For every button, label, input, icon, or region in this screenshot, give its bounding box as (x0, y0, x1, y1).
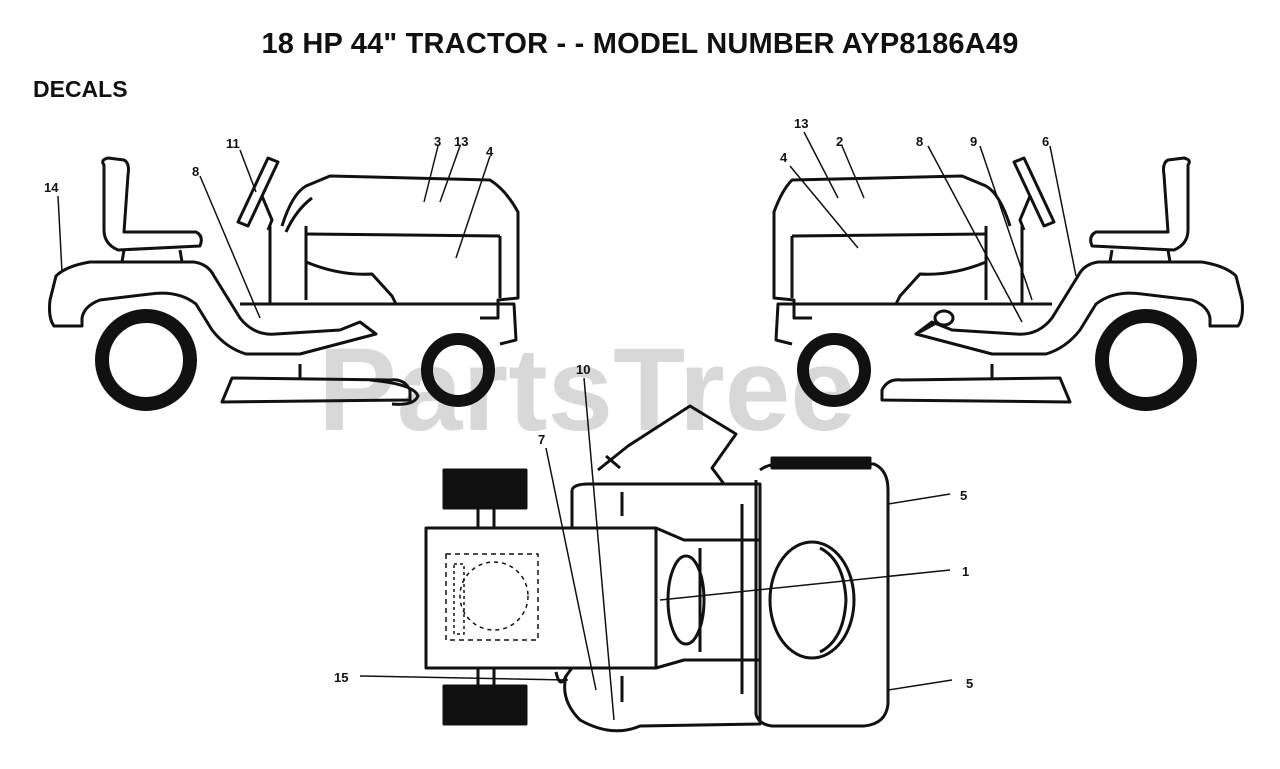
top-view (424, 404, 890, 733)
top-leaders (359, 377, 953, 721)
callout-label: 9 (970, 134, 977, 149)
left-side-view (48, 156, 520, 411)
callout-label: 8 (192, 164, 199, 179)
callout-label: 5 (966, 676, 973, 691)
callout-label: 6 (1042, 134, 1049, 149)
callout-label: 13 (454, 134, 468, 149)
section-heading: DECALS (33, 76, 128, 102)
callout-label: 13 (794, 116, 808, 131)
callout-label: 15 (334, 670, 348, 685)
right-leaders (789, 131, 1077, 323)
callout-label: 14 (44, 180, 59, 195)
watermark: PartsTree (318, 324, 856, 456)
callout-label: 1 (962, 564, 969, 579)
right-side-view (772, 156, 1244, 411)
callout-label: 7 (538, 432, 545, 447)
callout-label: 3 (434, 134, 441, 149)
callout-label: 8 (916, 134, 923, 149)
callout-label: 2 (836, 134, 843, 149)
left-leaders (57, 145, 491, 319)
page-title: 18 HP 44" TRACTOR - - MODEL NUMBER AYP81… (261, 28, 1019, 60)
callout-label: 4 (780, 150, 788, 165)
callout-label: 11 (226, 136, 240, 151)
callout-label: 10 (576, 362, 590, 377)
callout-label: 5 (960, 488, 967, 503)
callout-label: 4 (486, 144, 494, 159)
